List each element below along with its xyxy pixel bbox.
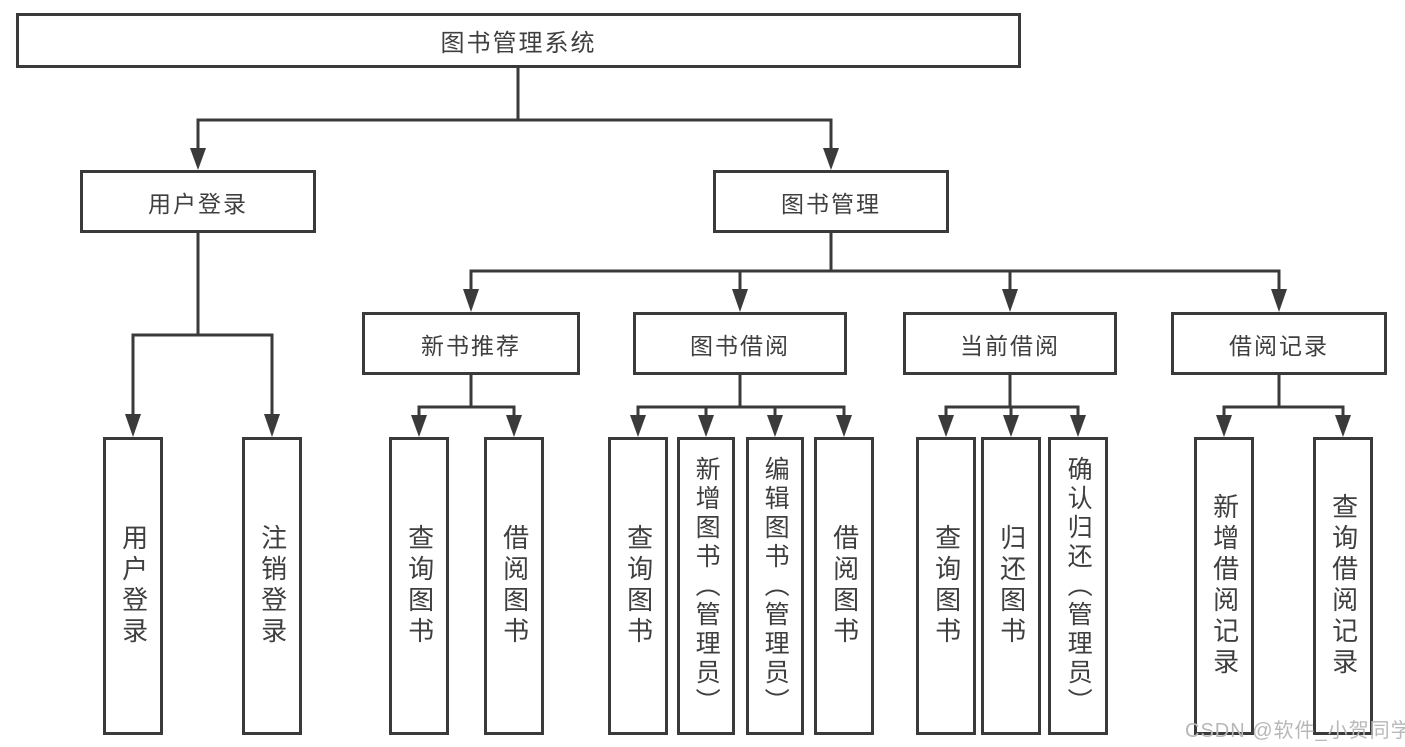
- leaf-borrowing-borrow-books-label: 借阅图书: [829, 524, 860, 648]
- node-book-borrowing: 图书借阅: [633, 312, 847, 375]
- leaf-newbooks-query-books-label: 查询图书: [404, 524, 435, 648]
- node-book-management: 图书管理: [713, 170, 949, 233]
- node-book-borrowing-label: 图书借阅: [690, 332, 790, 359]
- leaf-user-login-label: 用户登录: [118, 524, 149, 648]
- node-user-login-label: 用户登录: [148, 190, 248, 217]
- leaf-return-books: 归还图书: [981, 437, 1041, 735]
- leaf-add-borrow-record-label: 新增借阅记录: [1209, 493, 1240, 679]
- leaf-user-login: 用户登录: [103, 437, 163, 735]
- node-new-book-recommend-label: 新书推荐: [421, 332, 521, 359]
- leaf-query-borrow-record: 查询借阅记录: [1313, 437, 1373, 735]
- node-current-borrowing: 当前借阅: [903, 312, 1117, 375]
- leaf-current-query-books-label: 查询图书: [931, 524, 962, 648]
- leaf-borrowing-query-books-label: 查询图书: [623, 524, 654, 648]
- node-borrowing-records: 借阅记录: [1171, 312, 1387, 375]
- leaf-newbooks-borrow-books: 借阅图书: [484, 437, 544, 735]
- leaf-edit-books-admin: 编辑图书（管理员）: [746, 437, 804, 735]
- leaf-return-books-label: 归还图书: [996, 524, 1027, 648]
- leaf-add-books-admin: 新增图书（管理员）: [677, 437, 735, 735]
- connector-borrowing-records-to-leaves: [1216, 375, 1351, 437]
- node-current-borrowing-label: 当前借阅: [960, 332, 1060, 359]
- leaf-query-borrow-record-label: 查询借阅记录: [1328, 493, 1359, 679]
- leaf-confirm-return-admin-label: 确认归还（管理员）: [1064, 455, 1093, 717]
- leaf-logout: 注销登录: [242, 437, 302, 735]
- node-borrowing-records-label: 借阅记录: [1229, 332, 1329, 359]
- leaf-borrowing-query-books: 查询图书: [608, 437, 668, 735]
- leaf-add-books-admin-label: 新增图书（管理员）: [692, 455, 721, 717]
- connector-book-borrowing-to-leaves: [630, 375, 852, 437]
- leaf-current-query-books: 查询图书: [916, 437, 976, 735]
- connector-new-books-to-leaves: [411, 375, 522, 437]
- leaf-logout-label: 注销登录: [257, 524, 288, 648]
- node-root-label: 图书管理系统: [440, 30, 597, 57]
- connector-root-to-level2: [190, 68, 839, 170]
- node-book-management-label: 图书管理: [781, 190, 881, 217]
- node-new-book-recommend: 新书推荐: [362, 312, 580, 375]
- leaf-newbooks-borrow-books-label: 借阅图书: [499, 524, 530, 648]
- node-user-login: 用户登录: [80, 170, 316, 233]
- leaf-confirm-return-admin: 确认归还（管理员）: [1048, 437, 1108, 735]
- connector-user-login-to-leaves: [125, 232, 280, 437]
- node-root: 图书管理系统: [16, 13, 1021, 68]
- connector-book-management-to-level3: [463, 232, 1287, 312]
- leaf-add-borrow-record: 新增借阅记录: [1194, 437, 1254, 735]
- leaf-borrowing-borrow-books: 借阅图书: [814, 437, 874, 735]
- csdn-watermark: CSDN @软件_小贺同学: [1185, 720, 1405, 742]
- leaf-edit-books-admin-label: 编辑图书（管理员）: [761, 455, 790, 717]
- leaf-newbooks-query-books: 查询图书: [389, 437, 449, 735]
- connector-current-borrowing-to-leaves: [938, 375, 1086, 437]
